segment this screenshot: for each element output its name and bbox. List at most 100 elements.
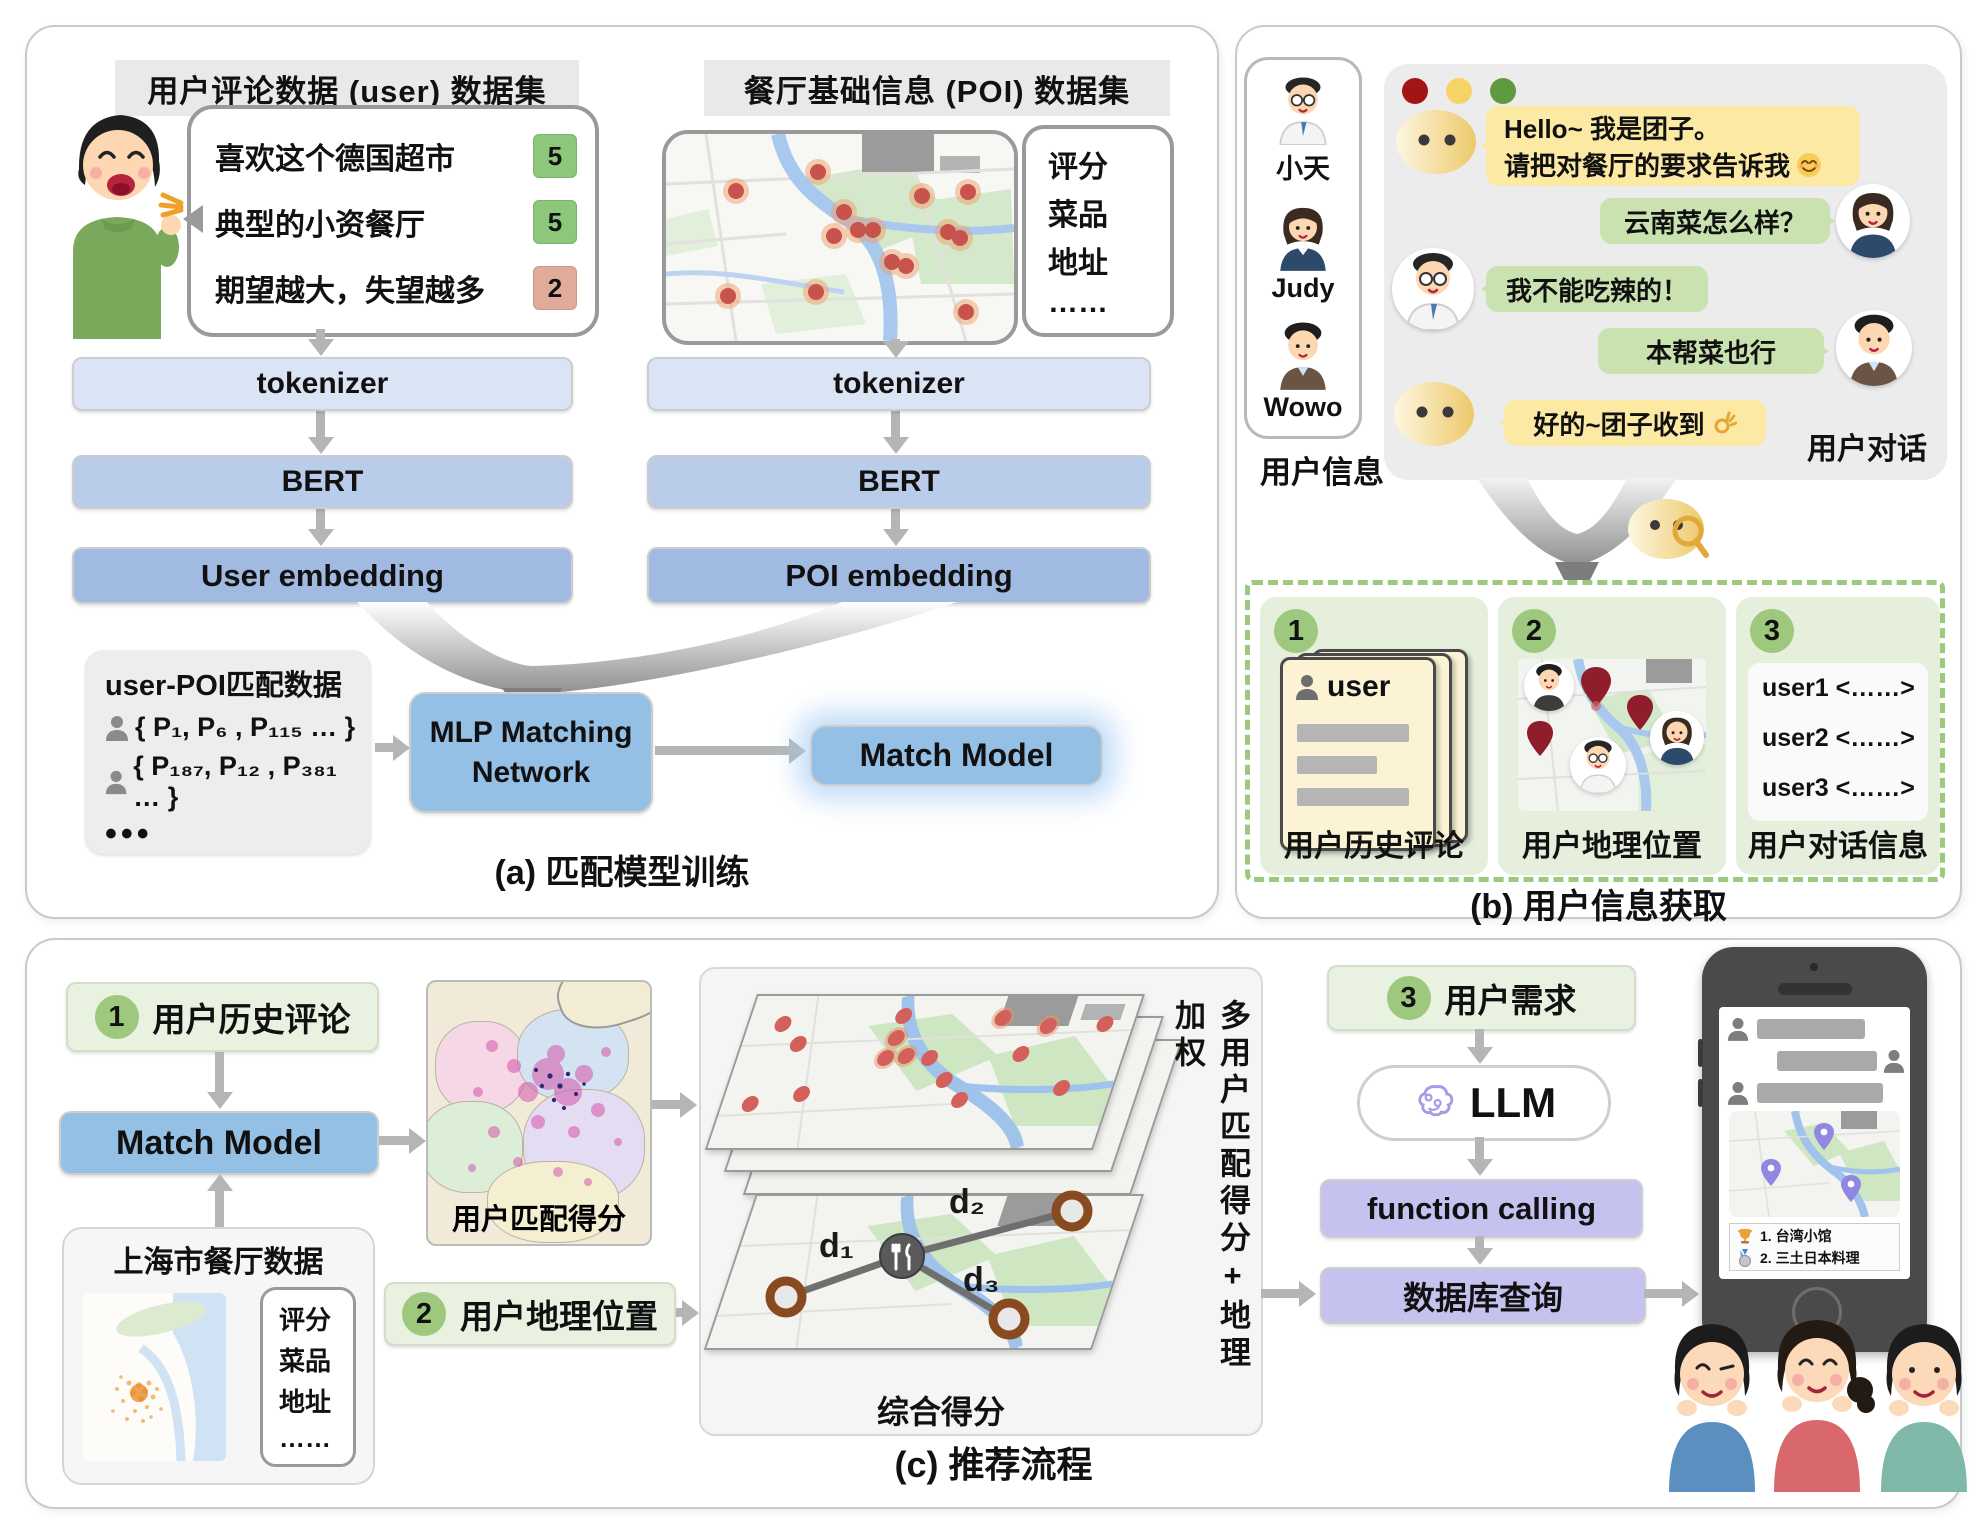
distance-label: d₁ — [819, 1227, 854, 1265]
step2-label: 用户地理位置 — [460, 1298, 658, 1335]
dango-bot-avatar — [1394, 382, 1474, 446]
traffic-light-red — [1402, 78, 1428, 104]
mlp-line2: Network — [471, 755, 591, 789]
smiley-icon — [1797, 152, 1822, 177]
bot-message-2: 好的~团子收到 — [1504, 400, 1766, 446]
card-label: 用户地理位置 — [1522, 830, 1702, 863]
map-pin-icon — [1527, 667, 1653, 756]
file-front: user — [1280, 657, 1436, 851]
number-badge: 2 — [1512, 609, 1556, 653]
person-icon — [105, 770, 127, 795]
panel-a-match-training: 用户评论数据 (user) 数据集 餐厅基础信息 (POI) 数据集 喜欢这个德… — [25, 25, 1219, 919]
shanghai-title: 上海市餐厅数据 — [113, 1246, 324, 1279]
arrow-tokenizer-to-bert — [316, 409, 325, 437]
arrow-bert-to-embedding — [316, 507, 325, 529]
match-model-block: Match Model — [810, 725, 1103, 786]
review-score-badge: 5 — [533, 200, 577, 244]
step3-label: 用户需求 — [1444, 982, 1577, 1019]
user-name: Wowo — [1263, 392, 1343, 423]
panel-c-recommend-flow: 1 用户历史评论 Match Model 上海市餐厅数据 — [25, 938, 1967, 1509]
shanghai-data-box: 上海市餐厅数据 — [62, 1227, 375, 1485]
user-list-box: 小天 Judy — [1244, 57, 1362, 439]
result-text: 2. 三土日本料理 — [1760, 1250, 1860, 1266]
child-boy-teal — [1881, 1324, 1967, 1492]
shanghai-map — [83, 1293, 226, 1461]
review-text: 期望越大，失望越多 — [215, 275, 485, 308]
trophy-icon — [1737, 1229, 1753, 1244]
user-dataset-header: 用户评论数据 (user) 数据集 — [115, 60, 579, 116]
card-label: 用户历史评论 — [1284, 830, 1464, 863]
card-geo-location: 2 — [1498, 597, 1726, 875]
shanghai-info-card: 评分 菜品 地址 …… — [260, 1287, 356, 1467]
arrow-mlp-to-matchmodel — [655, 746, 789, 755]
panel-c-caption: (c) 推荐流程 — [894, 1444, 1093, 1485]
ellipsis-label: ••• — [105, 815, 153, 853]
user-message-1: 云南菜怎么样？ — [1600, 198, 1830, 244]
avatar-judy-chat — [1836, 184, 1910, 258]
child-girl-pink — [1774, 1320, 1875, 1492]
phone-side-button — [1698, 1079, 1703, 1107]
user-poi-row: { P₁, P₆ , P₁₁₅ … } — [105, 712, 371, 743]
user-message-2: 我不能吃辣的！ — [1486, 266, 1708, 312]
person-icon — [1727, 1082, 1749, 1105]
avatar-wowo-map — [1524, 661, 1574, 711]
arrow-data-to-mlp — [375, 743, 393, 752]
review-text: 典型的小资餐厅 — [215, 209, 425, 242]
arrow-reviews-to-tokenizer — [316, 329, 325, 339]
score-scatter — [468, 1040, 622, 1186]
text-bar — [1297, 788, 1409, 806]
panel-b-user-info: 小天 Judy — [1235, 25, 1962, 926]
number-badge: 1 — [94, 995, 139, 1039]
dialog-line: user2 <……> — [1762, 724, 1915, 752]
review-row: 期望越大，失望越多 2 — [215, 255, 577, 321]
phone-side-button — [1698, 1039, 1703, 1067]
dango-search-icon — [1628, 499, 1709, 559]
llm-block: LLM — [1357, 1065, 1611, 1141]
panel-b-caption: (b) 用户信息获取 — [1470, 888, 1727, 926]
function-calling-block: function calling — [1320, 1179, 1643, 1238]
card-history-reviews: 1 user 用户历史评论 — [1260, 597, 1488, 875]
arrow-data-to-matchmodel — [215, 1191, 224, 1227]
number-badge: 2 — [402, 1292, 446, 1336]
bert-left-block: BERT — [72, 455, 573, 509]
mlp-network-block: MLP Matching Network — [409, 692, 653, 813]
person-icon — [1883, 1050, 1905, 1073]
card-dialog-info: 3 user1 <……> user2 <……> user3 <……> 用户对话信… — [1736, 597, 1940, 875]
phone-camera — [1810, 963, 1818, 971]
arrow-function-to-db — [1475, 1236, 1484, 1248]
arrow-step1-to-matchmodel — [215, 1052, 224, 1092]
user-poi-set: { P₁₈₇, P₁₂ , P₃₈₁ … } — [133, 751, 337, 812]
brain-icon — [1418, 1085, 1454, 1117]
text-bar — [1297, 724, 1409, 742]
happy-user-avatar — [73, 115, 184, 339]
user-poi-title: user-POI匹配数据 — [105, 670, 342, 702]
poi-info-line: …… — [1048, 286, 1108, 319]
tokenizer-right-block: tokenizer — [647, 357, 1151, 411]
user-poi-set: { P₁, P₆ , P₁₁₅ … } — [135, 712, 356, 742]
step3-pill: 3 用户需求 — [1327, 965, 1636, 1031]
arrow-matchmodel-to-heatmap — [379, 1136, 409, 1145]
user-info-result-box: 1 user 用户历史评论 2 — [1245, 580, 1945, 882]
arrow-db-to-phone — [1644, 1289, 1682, 1298]
distance-label: d₂ — [949, 1183, 985, 1221]
info-line: …… — [279, 1423, 331, 1453]
distance-graph: d₁ d₂ d₃ — [765, 1183, 1093, 1340]
poi-info-card: 评分 菜品 地址 …… — [1022, 125, 1174, 337]
phone-map — [1729, 1111, 1900, 1217]
match-score-heatmap: 用户匹配得分 — [426, 980, 652, 1246]
result-phone: 1. 台湾小馆 2. 三土日本料理 — [1698, 947, 1927, 1352]
result-text: 1. 台湾小馆 — [1760, 1228, 1832, 1244]
user-embedding-block: User embedding — [72, 547, 573, 604]
arrow-heatmap-to-combined — [652, 1100, 680, 1109]
user-reviews-bubble: 喜欢这个德国超市 5 典型的小资餐厅 5 期望越大，失望越多 2 — [183, 105, 599, 337]
user-item: Judy — [1268, 199, 1338, 304]
step2-pill: 2 用户地理位置 — [384, 1282, 676, 1346]
review-row: 典型的小资餐厅 5 — [215, 189, 577, 255]
review-text: 喜欢这个德国超市 — [215, 143, 455, 176]
person-icon — [1727, 1018, 1749, 1041]
phone-screen: 1. 台湾小馆 2. 三土日本料理 — [1719, 1007, 1910, 1279]
user-poi-data-box: user-POI匹配数据 { P₁, P₆ , P₁₁₅ … } { P₁₈₇,… — [85, 650, 371, 854]
bot-message-line: Hello~ 我是团子。 — [1504, 114, 1720, 144]
user-item: Wowo — [1263, 318, 1343, 423]
mlp-line1: MLP Matching — [429, 715, 633, 749]
